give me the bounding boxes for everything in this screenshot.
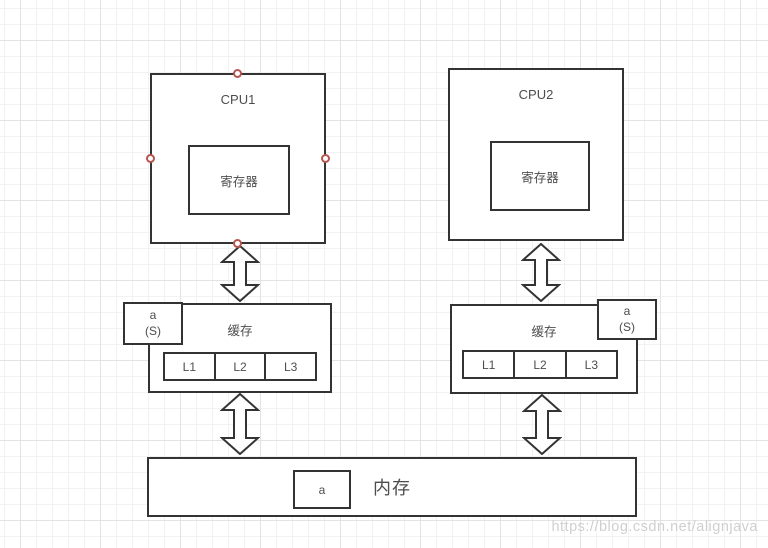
cpu1-connection-handle-top[interactable] [233,69,242,78]
cpu1-connection-handle-left[interactable] [146,154,155,163]
cache-right-levels: L1 L2 L3 [462,350,618,379]
cpu2-box[interactable]: CPU2 寄存器 [448,68,624,241]
double-arrow-cache-left-memory[interactable] [220,393,260,455]
cache-left-label: 缓存 [227,324,253,338]
double-arrow-cache-right-memory[interactable] [522,394,562,455]
memory-var-box[interactable]: a [293,470,351,509]
cache-left-tag-var: a [149,307,157,322]
cpu2-label: CPU2 [518,87,554,102]
cpu1-box[interactable]: CPU1 寄存器 [150,73,326,244]
cache-left-tag-state: (S) [145,323,161,338]
cache-right-l3-cell[interactable]: L3 [584,357,598,372]
cache-left-state-tag[interactable]: a (S) [123,302,183,345]
cpu1-connection-handle-right[interactable] [321,154,330,163]
watermark-url: https://blog.csdn.net/alignjava [551,519,758,535]
cache-left-l3-cell[interactable]: L3 [284,359,298,374]
cache-right-l1-cell[interactable]: L1 [464,352,516,377]
cpu1-label: CPU1 [220,92,256,107]
memory-var-label: a [318,482,326,497]
cache-right-tag-var: a [623,303,631,318]
double-arrow-cpu2-cache[interactable] [521,243,561,302]
memory-label: 内存 [373,478,411,498]
cpu2-register-box[interactable]: 寄存器 [490,141,590,211]
cache-left-box[interactable]: 缓存 L1 L2 L3 [148,303,332,393]
cache-right-l2-cell[interactable]: L2 [515,352,567,377]
cache-right-tag-state: (S) [619,319,635,334]
cpu1-connection-handle-bottom[interactable] [233,239,242,248]
cache-right-state-tag[interactable]: a (S) [597,299,657,340]
cache-left-l1-cell[interactable]: L1 [165,354,216,379]
cache-left-l2-cell[interactable]: L2 [216,354,267,379]
cpu1-register-box[interactable]: 寄存器 [188,145,290,215]
cpu1-register-label: 寄存器 [220,174,258,189]
cpu2-register-label: 寄存器 [521,170,559,185]
cache-right-label: 缓存 [531,325,557,339]
double-arrow-cpu1-cache[interactable] [220,245,260,303]
memory-box[interactable]: a 内存 [147,457,637,517]
cache-left-levels: L1 L2 L3 [163,352,317,381]
